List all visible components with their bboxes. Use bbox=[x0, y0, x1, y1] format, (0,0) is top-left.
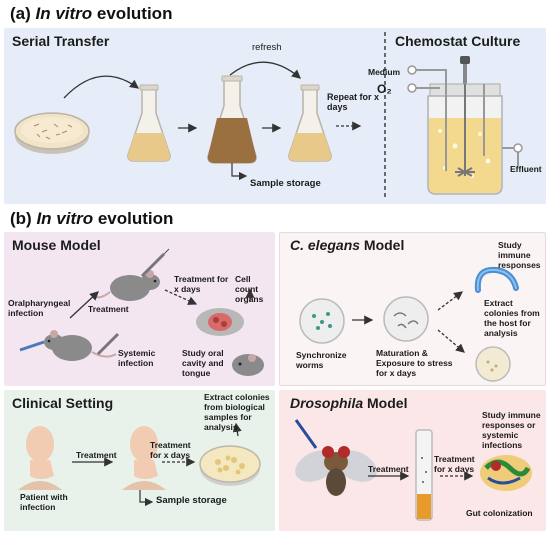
worm-icon bbox=[474, 266, 519, 293]
clinical-title: Clinical Setting bbox=[12, 395, 114, 411]
clinical-treatment-days-label: Treatment for x days bbox=[150, 440, 191, 460]
mouse-treatment-days-label: Treatment for x days bbox=[174, 274, 229, 294]
petri-dish-icon bbox=[14, 112, 90, 154]
fly-icon bbox=[294, 419, 377, 496]
oral-infection-label: Oralpharyngeal infection bbox=[8, 298, 71, 318]
medium-label: Medium bbox=[368, 67, 401, 77]
fly-anatomy-icon bbox=[480, 455, 532, 491]
refresh-label: refresh bbox=[252, 42, 282, 53]
clinical-sample-storage-label: Sample storage bbox=[156, 495, 227, 506]
section-a-title: (a) In vitro evolution bbox=[10, 4, 173, 23]
serial-transfer-title: Serial Transfer bbox=[12, 33, 110, 49]
chemostat-title: Chemostat Culture bbox=[395, 33, 521, 49]
repeat-label: Repeat for x days bbox=[327, 92, 380, 112]
patient-icon bbox=[122, 426, 166, 490]
mouse-icon bbox=[93, 270, 160, 301]
mouse-head-icon bbox=[232, 354, 264, 376]
drosophila-title: Drosophila Model bbox=[290, 395, 408, 411]
patient-icon bbox=[18, 426, 62, 490]
mouse-model-panel bbox=[4, 232, 275, 386]
flask-icon bbox=[288, 84, 332, 162]
celegans-title: C. elegans Model bbox=[290, 237, 405, 253]
systemic-infection-label: Systemic infection bbox=[118, 348, 156, 368]
cell-count-label: Cell count organs bbox=[235, 274, 264, 304]
sample-storage-label: Sample storage bbox=[250, 178, 321, 189]
section-b-title: (b) In vitro evolution bbox=[10, 209, 174, 228]
petri-dish-worms-icon bbox=[383, 296, 429, 342]
synchronize-label: Synchronize worms bbox=[296, 350, 347, 370]
study-immune-label: Study immune responses bbox=[498, 240, 541, 270]
effluent-label: Effluent bbox=[510, 164, 542, 174]
mouse-treatment-label: Treatment bbox=[88, 304, 129, 314]
flask-dense-culture-icon bbox=[207, 75, 257, 164]
petri-dish-icon bbox=[199, 445, 261, 486]
o2-label: O₂ bbox=[377, 82, 392, 96]
syringe-icon bbox=[19, 340, 45, 352]
clinical-treatment-label: Treatment bbox=[76, 450, 117, 460]
clinical-extract-label: Extract colonies from biological samples… bbox=[204, 392, 270, 432]
study-oral-label: Study oral cavity and tongue bbox=[182, 348, 224, 378]
vial-icon bbox=[415, 429, 433, 521]
flask-icon bbox=[127, 84, 171, 162]
extract-colonies-label: Extract colonies from the host for analy… bbox=[484, 298, 540, 338]
drosophila-study-label: Study immune responses or systemic infec… bbox=[482, 410, 541, 450]
drosophila-treatment-label: Treatment bbox=[368, 464, 409, 474]
maturation-label: Maturation & Exposure to stress for x da… bbox=[376, 348, 453, 378]
patient-label: Patient with infection bbox=[20, 492, 68, 512]
drosophila-treatment-days-label: Treatment for x days bbox=[434, 454, 475, 474]
syringe-icon bbox=[140, 248, 170, 278]
mouse-model-title: Mouse Model bbox=[12, 237, 101, 253]
gut-colonization-label: Gut colonization bbox=[466, 508, 533, 518]
dissected-mouse-icon bbox=[196, 308, 244, 336]
syringe-icon bbox=[96, 332, 120, 356]
petri-dish-icon bbox=[475, 346, 511, 382]
mouse-icon bbox=[44, 330, 117, 361]
chemostat-vessel-icon bbox=[407, 56, 523, 195]
petri-dish-worms-icon bbox=[299, 298, 345, 344]
